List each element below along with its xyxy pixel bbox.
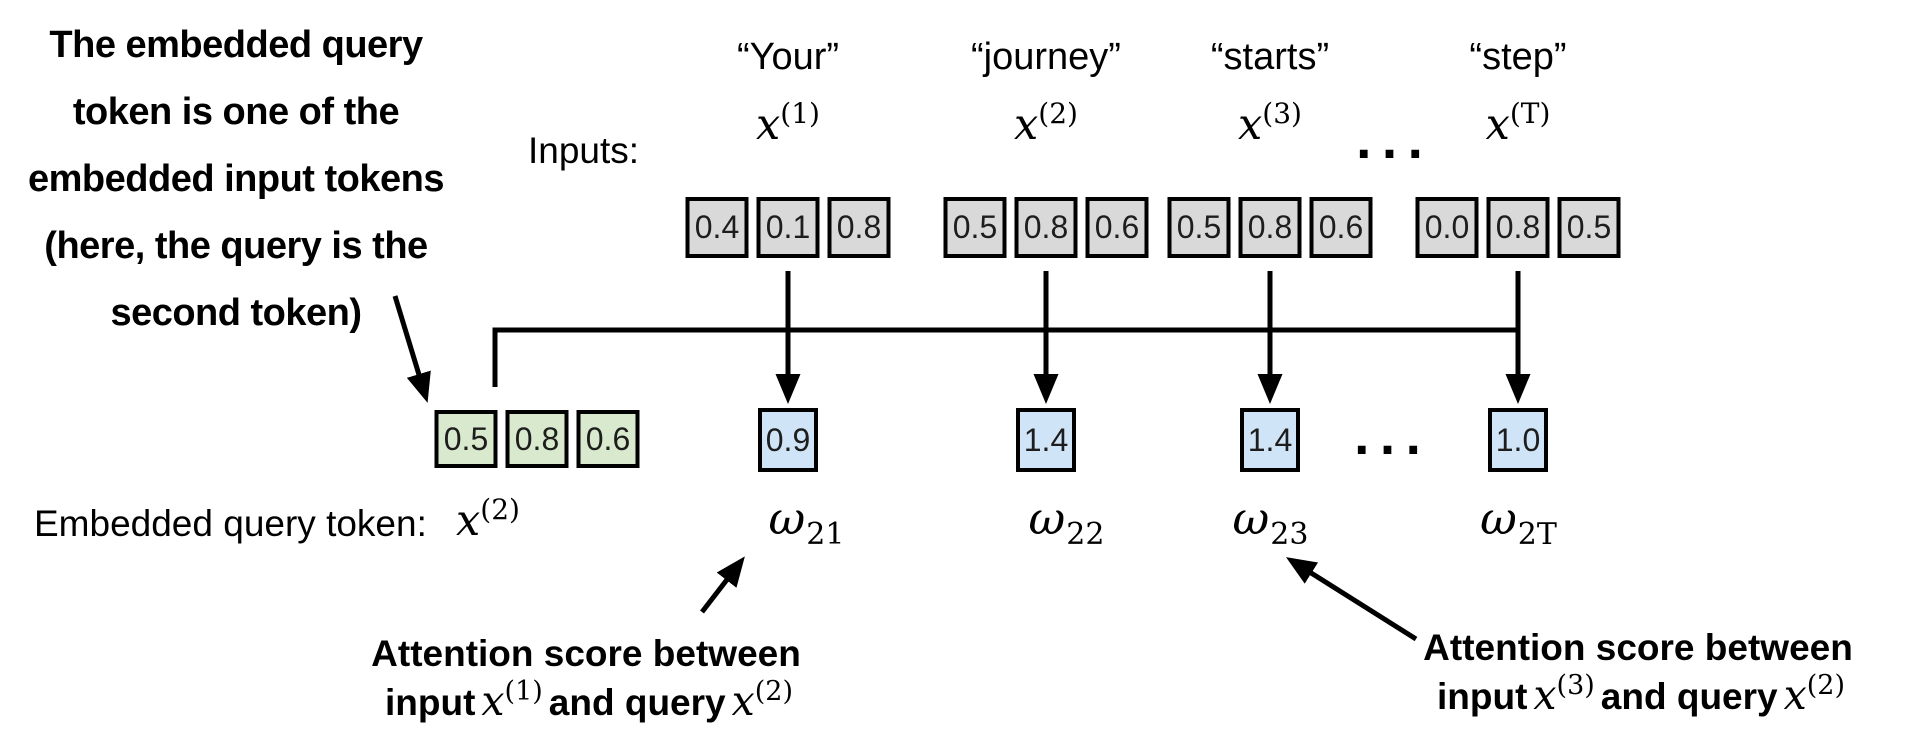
annotation-text: input [1437, 676, 1528, 717]
token-word-starts: “starts” [1210, 36, 1330, 78]
omega-2T-label: ω2T [1480, 492, 1557, 552]
left-annotation-arrow [700, 556, 745, 614]
math-base: x [1485, 100, 1510, 150]
embedding-cell: 0.0 [1415, 197, 1479, 258]
annotation-text: and query [548, 682, 726, 723]
math-base: x [1238, 100, 1263, 150]
embedding-cell: 0.1 [756, 197, 820, 258]
math-superscript: (1) [504, 676, 543, 707]
math-base: x [1014, 100, 1039, 150]
math-superscript: (1) [780, 97, 820, 130]
omega-23-label: ω23 [1232, 492, 1309, 552]
omega-subscript: 21 [806, 517, 845, 552]
math-base: x [731, 677, 755, 725]
embedding-vector-x2: 0.5 0.8 0.6 [943, 197, 1149, 258]
token-word-step: “step” [1469, 36, 1567, 78]
input-symbol-x3: x(3) [1238, 97, 1302, 150]
embedding-cell: 0.8 [827, 197, 891, 258]
omega-22-label: ω22 [1028, 492, 1105, 552]
annotation-line1: Attention score between [371, 633, 801, 674]
note-line: embedded input tokens [28, 158, 444, 200]
math-superscript: (2) [1038, 97, 1078, 130]
embedding-vector-x1: 0.4 0.1 0.8 [685, 197, 891, 258]
attention-score-w22: 1.4 [1016, 408, 1076, 472]
math-superscript: (3) [1262, 97, 1302, 130]
omega-symbol: ω [768, 492, 806, 545]
embedding-cell: 0.8 [1238, 197, 1302, 258]
math-base: x [456, 496, 481, 546]
embedding-cell: 0.8 [1486, 197, 1550, 258]
input-symbol-x2: x(2) [1014, 97, 1078, 150]
math-base: x [756, 100, 781, 150]
note-line: The embedded query [49, 24, 423, 66]
embedding-cell: 0.6 [1309, 197, 1373, 258]
inputs-label: Inputs: [528, 130, 640, 171]
embedded-query-label: Embedded query token: [34, 503, 427, 544]
token-word-your: “Your” [736, 36, 840, 78]
right-annotation-arrow [1285, 557, 1418, 642]
math-superscript: (2) [480, 493, 520, 526]
attention-score-w2T: 1.0 [1488, 408, 1548, 472]
omega-21-label: ω21 [768, 492, 845, 552]
omega-subscript: 23 [1270, 517, 1309, 552]
inputs-ellipsis: ... [1355, 118, 1433, 169]
embedding-cell: 0.4 [685, 197, 749, 258]
omega-subscript: 2T [1517, 517, 1557, 552]
query-vector: 0.5 0.8 0.6 [434, 410, 640, 468]
attention-score-w21: 0.9 [758, 408, 818, 472]
math-superscript: (2) [754, 676, 793, 707]
note-line: second token) [110, 292, 362, 334]
query-cell: 0.8 [505, 410, 569, 468]
note-line: (here, the query is the [44, 225, 428, 267]
annotation-text: input [385, 682, 476, 723]
math-superscript: (2) [1806, 670, 1845, 701]
scores-ellipsis: ... [1353, 414, 1431, 465]
math-base: x [1533, 671, 1557, 719]
embedding-cell: 0.5 [1167, 197, 1231, 258]
annotation-text: and query [1600, 676, 1778, 717]
embedding-vector-x3: 0.5 0.8 0.6 [1167, 197, 1373, 258]
embedding-cell: 0.6 [1085, 197, 1149, 258]
math-base: x [1783, 671, 1807, 719]
input-symbol-x1: x(1) [756, 97, 820, 150]
note-embedded-query: The embedded query token is one of the e… [0, 12, 472, 347]
math-superscript: (T) [1509, 97, 1551, 130]
embedding-vector-xT: 0.0 0.8 0.5 [1415, 197, 1621, 258]
math-base: x [481, 677, 505, 725]
math-superscript: (3) [1556, 670, 1595, 701]
annotation-line1: Attention score between [1423, 627, 1853, 668]
query-cell: 0.5 [434, 410, 498, 468]
omega-symbol: ω [1232, 492, 1270, 545]
query-cell: 0.6 [576, 410, 640, 468]
omega-subscript: 22 [1066, 517, 1105, 552]
embedding-cell: 0.5 [1557, 197, 1621, 258]
omega-symbol: ω [1480, 492, 1517, 545]
token-word-journey: “journey” [971, 36, 1121, 78]
embedding-cell: 0.8 [1014, 197, 1078, 258]
omega-symbol: ω [1028, 492, 1066, 545]
note-line: token is one of the [72, 91, 400, 133]
embedding-cell: 0.5 [943, 197, 1007, 258]
query-broadcast-line [492, 327, 1520, 387]
query-symbol-x2: x(2) [456, 493, 520, 546]
input-symbol-xT: x(T) [1485, 97, 1551, 150]
attention-score-w23: 1.4 [1240, 408, 1300, 472]
